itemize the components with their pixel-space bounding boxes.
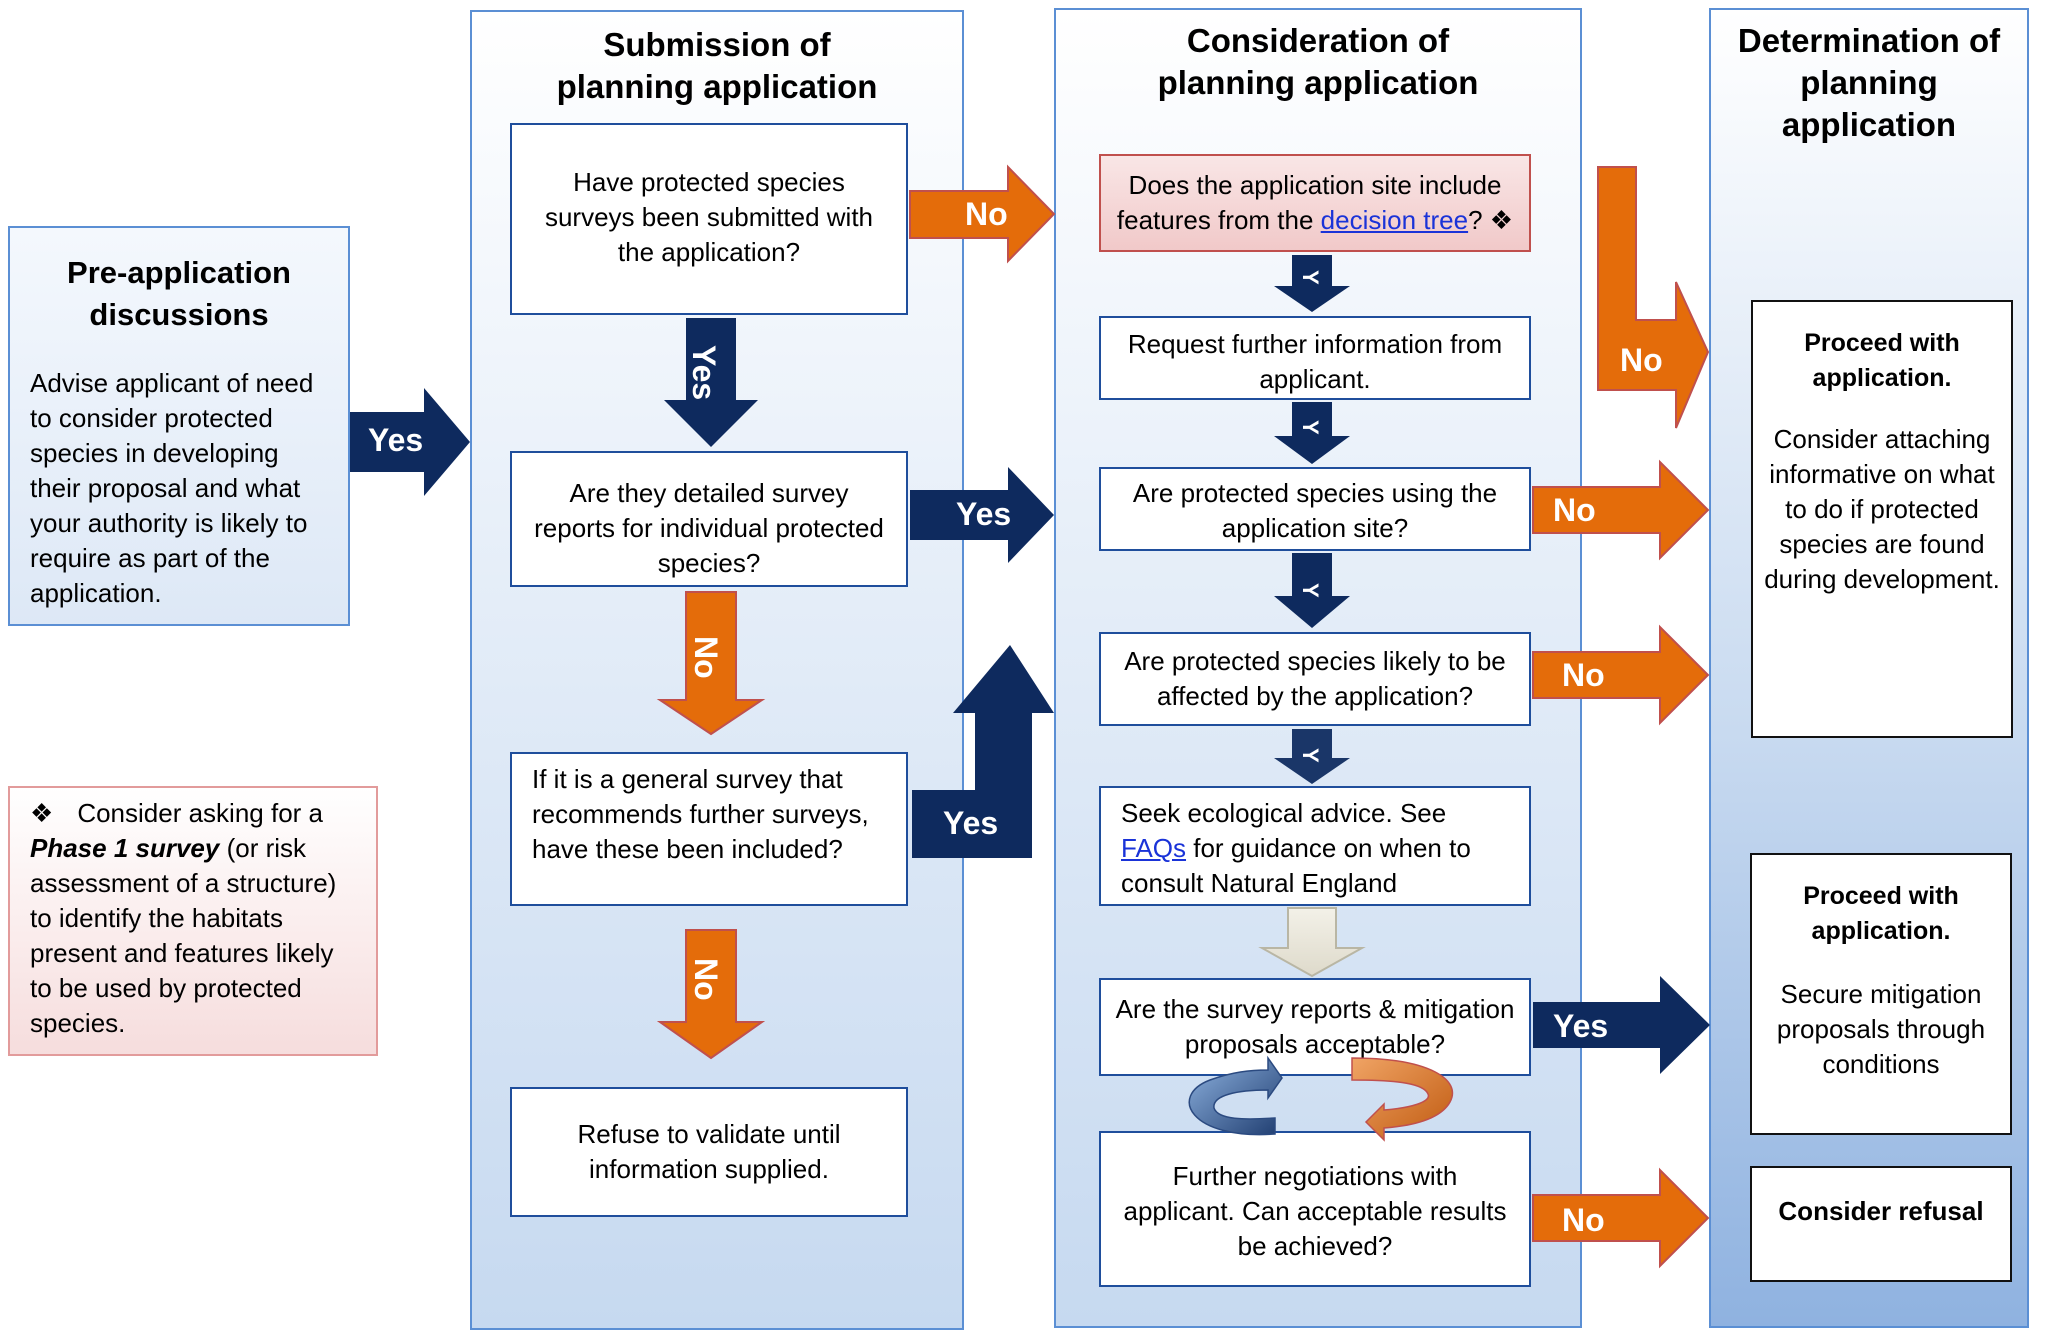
- note-phase1: Phase 1 survey: [30, 833, 220, 863]
- pre-application-box: Pre-application discussions Advise appli…: [8, 226, 350, 626]
- column-title-submission: Submission of planning application: [556, 26, 878, 105]
- phase1-note: ❖ Consider asking for a Phase 1 survey (o…: [8, 786, 378, 1056]
- note-lead: Consider asking for a: [77, 798, 323, 828]
- proceed-body-1: Consider attaching informative on what t…: [1764, 424, 2000, 594]
- q-species-using-site: Are protected species using the applicat…: [1099, 467, 1531, 551]
- note-rest: (or risk assessment of a structure) to i…: [30, 833, 337, 1038]
- proceed-body-2: Secure mitigation proposals through cond…: [1776, 979, 1986, 1079]
- faqs-link[interactable]: FAQs: [1121, 833, 1187, 863]
- request-further-info: Request further information from applica…: [1099, 316, 1531, 400]
- label-c1-no: No: [1620, 342, 1663, 378]
- q-decision-tree-features: Does the application site include featur…: [1099, 154, 1531, 252]
- label-q3-no: No: [688, 958, 724, 1001]
- q-species-affected: Are protected species likely to be affec…: [1099, 632, 1531, 726]
- label-c1-y: Y: [1298, 270, 1323, 285]
- proceed-title-1: Proceed with application.: [1804, 329, 1960, 392]
- label-q3-yes: Yes: [943, 805, 999, 841]
- q-detailed-reports: Are they detailed survey reports for ind…: [510, 451, 908, 587]
- column-title-consideration: Consideration of planning application: [1157, 22, 1479, 101]
- label-q2-yes: Yes: [956, 496, 1012, 532]
- label-q1-yes: Yes: [686, 345, 722, 401]
- refuse-to-validate: Refuse to validate until information sup…: [510, 1087, 908, 1217]
- further-negotiations: Further negotiations with applicant. Can…: [1099, 1131, 1531, 1287]
- label-c4-no: No: [1562, 657, 1605, 693]
- q-surveys-submitted: Have protected species surveys been subm…: [510, 123, 908, 315]
- pre-application-body: Advise applicant of need to consider pro…: [30, 368, 314, 608]
- consider-refusal-title: Consider refusal: [1778, 1196, 1984, 1226]
- proceed-title-2: Proceed with application.: [1803, 882, 1959, 945]
- proceed-with-application-2: Proceed with application. Secure mitigat…: [1750, 853, 2012, 1135]
- label-q2-no: No: [688, 636, 724, 679]
- pre-application-title: Pre-application discussions: [67, 255, 291, 332]
- decision-tree-link[interactable]: decision tree: [1320, 205, 1469, 235]
- label-c4-y: Y: [1298, 748, 1323, 763]
- note-bullet-icon: ❖: [30, 798, 54, 828]
- label-pre-yes: Yes: [368, 422, 424, 458]
- label-c2-y: Y: [1298, 420, 1323, 435]
- label-c6-yes: Yes: [1553, 1008, 1609, 1044]
- consider-refusal: Consider refusal: [1750, 1166, 2012, 1282]
- q-general-survey: If it is a general survey that recommend…: [510, 752, 908, 906]
- label-q1-no: No: [965, 196, 1008, 232]
- q-reports-acceptable: Are the survey reports & mitigation prop…: [1099, 978, 1531, 1076]
- label-c7-no: No: [1562, 1202, 1605, 1238]
- arrow-c1-no: [1597, 166, 1710, 429]
- label-c3-y: Y: [1298, 583, 1323, 598]
- label-c3-no: No: [1553, 492, 1596, 528]
- column-title-determination: Determination of planning application: [1737, 22, 2001, 143]
- proceed-with-application-1: Proceed with application. Consider attac…: [1751, 300, 2013, 738]
